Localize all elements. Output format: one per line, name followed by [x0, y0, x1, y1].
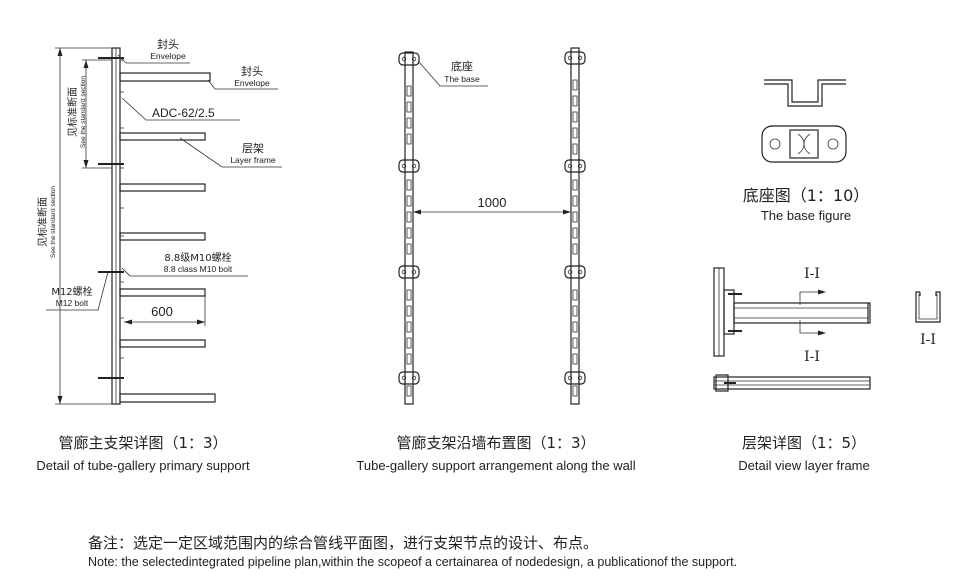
layer-arms — [119, 72, 216, 403]
base-figure-caption-cn: 底座图（1：10） — [742, 186, 870, 205]
base-hole-left — [769, 138, 781, 150]
channel-spec-leader — [121, 97, 240, 121]
frame-plan-strip — [713, 376, 871, 390]
section-marker-top — [799, 291, 822, 305]
layer-frame-drawing: I-I I-I I-I — [713, 266, 941, 392]
section-label-bottom: I-I — [804, 349, 820, 365]
svg-text:见标准断面: 见标准断面 — [66, 87, 79, 137]
base-plan-outline — [761, 125, 847, 163]
layer-frame-caption-en: Detail view layer frame — [738, 458, 870, 473]
base-profile-outer — [764, 79, 846, 103]
note-en: Note: the selectedintegrated pipeline pl… — [88, 555, 738, 569]
base-leader — [418, 61, 488, 87]
layer-frame-label-en: Layer frame — [230, 155, 276, 165]
bolt-m10-leader — [121, 267, 248, 277]
base-plate — [564, 51, 586, 65]
base-label-cn: 底座 — [451, 59, 473, 73]
spacing-value: 1000 — [478, 195, 507, 210]
base-figure-caption-en: The base figure — [760, 208, 852, 223]
envelope-leader-2 — [207, 79, 278, 90]
bolt-m12-leader — [46, 271, 109, 311]
m12-bolts — [98, 57, 124, 379]
svg-text:See the standard section: See the standard section — [50, 186, 57, 258]
base-plate — [564, 371, 586, 385]
primary-support-caption-cn: 管廊主支架详图（1：3） — [58, 434, 228, 452]
section-marker-bottom — [799, 320, 822, 334]
base-plate — [564, 159, 586, 173]
envelope-label-2-cn: 封头 — [241, 64, 263, 78]
envelope-label-1-cn: 封头 — [157, 37, 179, 51]
layer-frame-label-cn: 层架 — [242, 142, 264, 155]
primary-support-drawing: 见标准断面 See the standard section 见标准断面 See… — [36, 37, 282, 405]
channel-spec-label: ADC-62/2.5 — [152, 106, 215, 120]
channel-section — [915, 291, 941, 323]
base-figure-drawing — [761, 79, 847, 163]
frame-arm — [733, 302, 871, 324]
base-label-en: The base — [444, 74, 480, 84]
base-plate — [398, 52, 420, 66]
left-wall-column — [398, 51, 420, 405]
note-cn: 备注：选定一定区域范围内的综合管线平面图，进行支架节点的设计、布点。 — [88, 534, 599, 552]
base-plate — [564, 265, 586, 279]
envelope-label-2-en: Envelope — [234, 78, 270, 88]
layer-frame-leader — [179, 137, 282, 168]
bolt-m12-label-cn: M12螺栓 — [51, 285, 92, 298]
bolt-m10-label-en: 8.8 class M10 bolt — [164, 264, 233, 274]
layer-frame-caption-cn: 层架详图（1：5） — [741, 434, 867, 452]
envelope-leader-1 — [117, 54, 190, 64]
arrangement-drawing: 底座 The base 1000 — [398, 47, 586, 405]
arrangement-caption-cn: 管廊支架沿墙布置图（1：3） — [396, 434, 596, 452]
base-plate — [398, 265, 420, 279]
base-plate — [398, 159, 420, 173]
arrangement-caption-en: Tube-gallery support arrangement along t… — [356, 458, 636, 473]
std-section-label-lower: 见标准断面 See the standard section — [36, 186, 57, 258]
bolt-m10-label-cn: 8.8级M10螺栓 — [164, 251, 231, 264]
section-label-side: I-I — [920, 332, 936, 348]
right-wall-column — [564, 47, 586, 405]
envelope-label-1-en: Envelope — [150, 51, 186, 61]
primary-support-caption-en: Detail of tube-gallery primary support — [36, 458, 250, 473]
svg-text:See the standard section: See the standard section — [80, 76, 87, 148]
base-plate — [398, 371, 420, 385]
arm-length-value: 600 — [151, 304, 173, 319]
bolt-m12-label-en: M12 bolt — [56, 298, 89, 308]
section-label-top: I-I — [804, 266, 820, 282]
std-section-label-upper: 见标准断面 See the standard section — [66, 76, 87, 148]
svg-text:见标准断面: 见标准断面 — [36, 197, 49, 247]
base-hole-right — [827, 138, 839, 150]
